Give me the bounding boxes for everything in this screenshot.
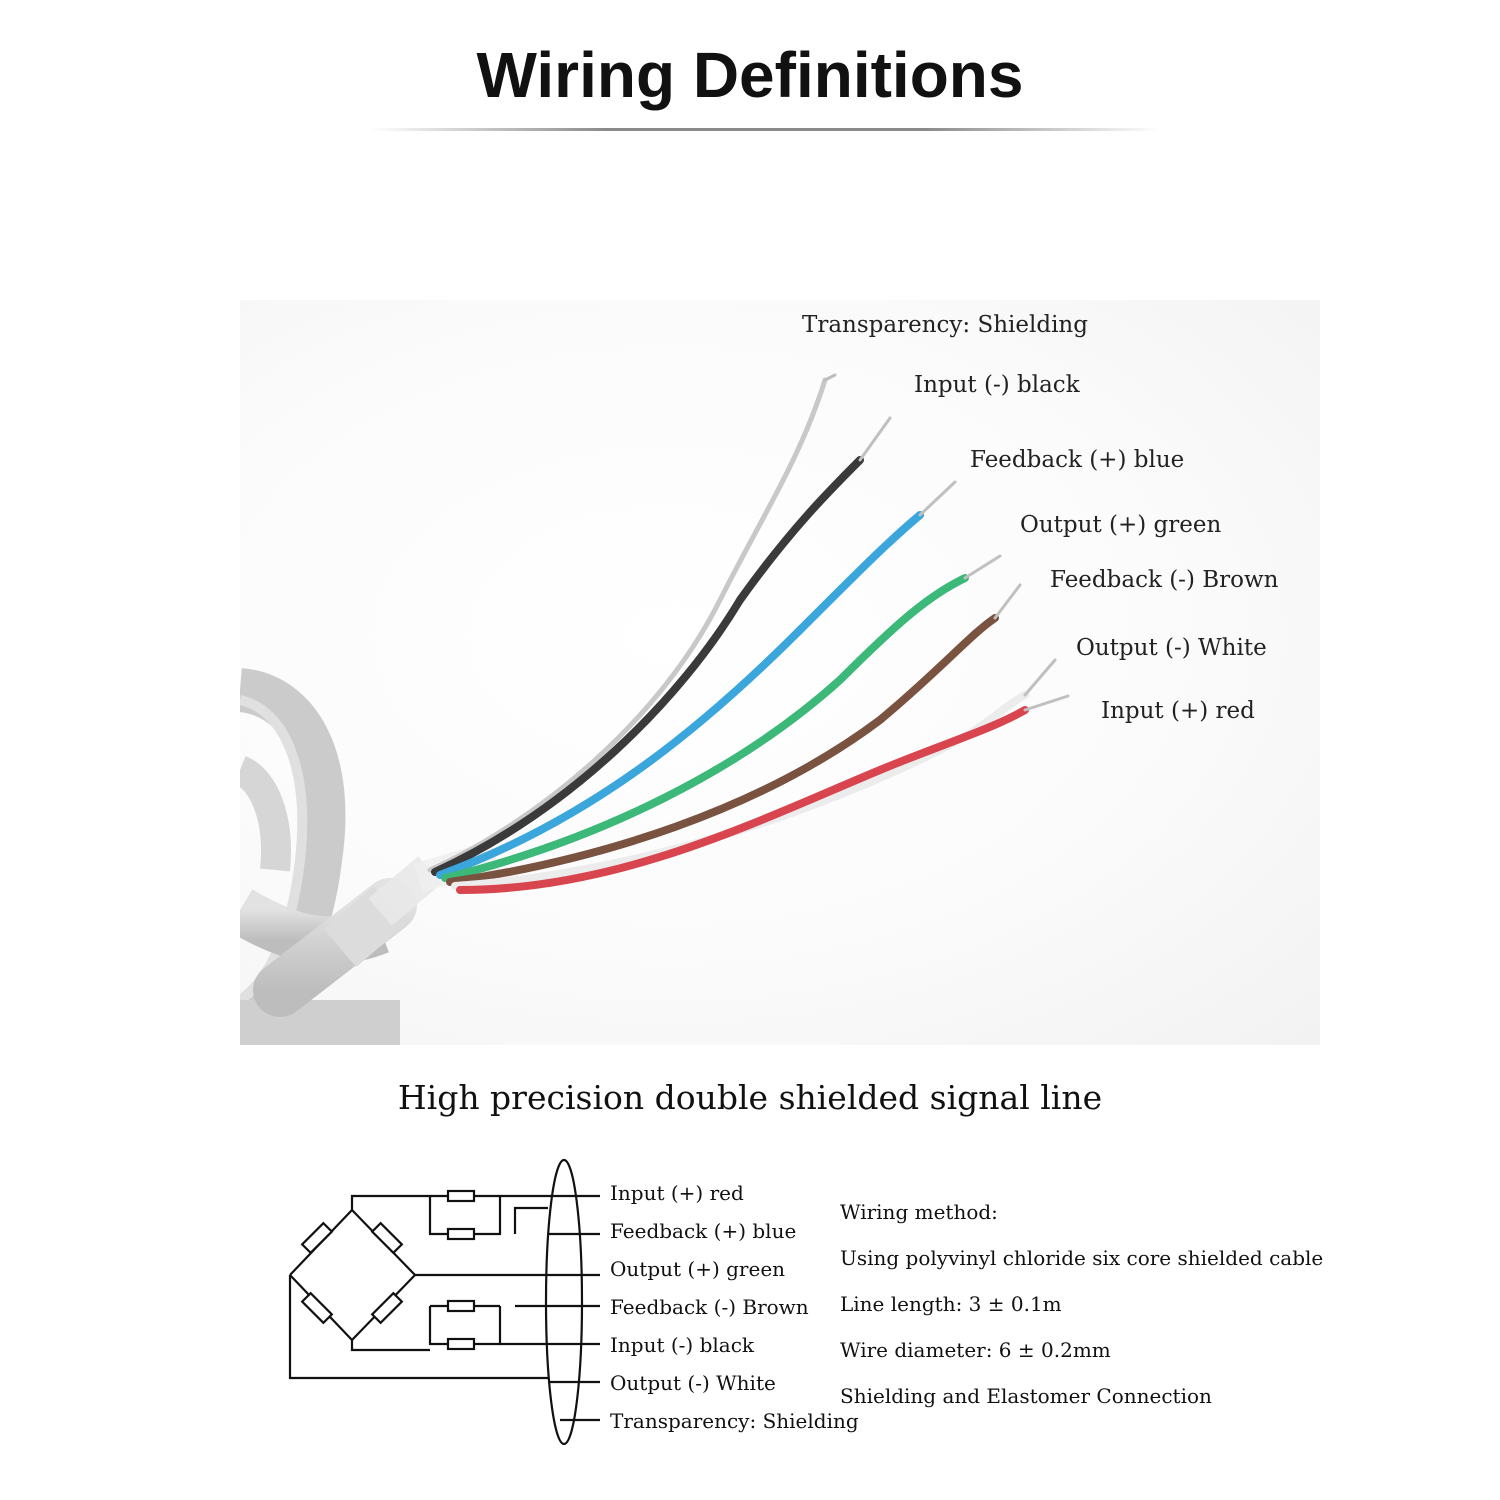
red-wire [456,706,1029,894]
schem-label-feedback-pos: Feedback (+) blue [610,1219,797,1243]
upper-compensation-resistors [428,1189,548,1241]
photo-label-input-neg: Input (-) black [914,372,1080,398]
schem-label-output-pos: Output (+) green [610,1257,786,1281]
spec-line-length: Line length: 3 ± 0.1m [840,1292,1062,1316]
black-wire [431,456,864,876]
shield-wire [427,377,828,873]
photo-label-output-pos: Output (+) green [1020,512,1222,538]
white-wire [451,691,1029,890]
schem-label-input-neg: Input (-) black [610,1333,755,1357]
spec-heading: Wiring method: [840,1200,998,1224]
cable-photo: Transparency: Shielding Input (-) black … [240,300,1320,1045]
schem-label-shielding: Transparency: Shielding [610,1409,859,1433]
brown-wire [446,614,999,886]
spec-wire-diameter: Wire diameter: 6 ± 0.2mm [840,1338,1111,1362]
cable-illustration [240,373,1070,1045]
photo-label-shielding: Transparency: Shielding [802,312,1088,338]
shield-ellipse [544,1158,584,1446]
lead-lines [548,1194,600,1422]
photo-label-feedback-neg: Feedback (-) Brown [1050,567,1279,593]
title-divider [370,128,1160,131]
schem-label-input-pos: Input (+) red [610,1181,744,1205]
green-wire [441,574,969,882]
photo-label-output-neg: Output (-) White [1076,635,1267,661]
wheatstone-bridge [289,1209,416,1341]
wire-bundle [427,373,1070,894]
page-title: Wiring Definitions [476,39,1024,111]
spec-cable-type: Using polyvinyl chloride six core shield… [840,1246,1324,1270]
photo-label-feedback-pos: Feedback (+) blue [970,447,1185,473]
spec-shielding: Shielding and Elastomer Connection [840,1384,1212,1408]
schem-label-output-neg: Output (-) White [610,1371,776,1395]
blue-wire [436,511,924,879]
cable-sheath [253,840,500,1017]
photo-label-input-pos: Input (+) red [1101,698,1255,724]
lower-compensation-resistors [428,1299,548,1351]
schem-label-feedback-neg: Feedback (-) Brown [610,1295,809,1319]
subtitle: High precision double shielded signal li… [397,1078,1103,1117]
